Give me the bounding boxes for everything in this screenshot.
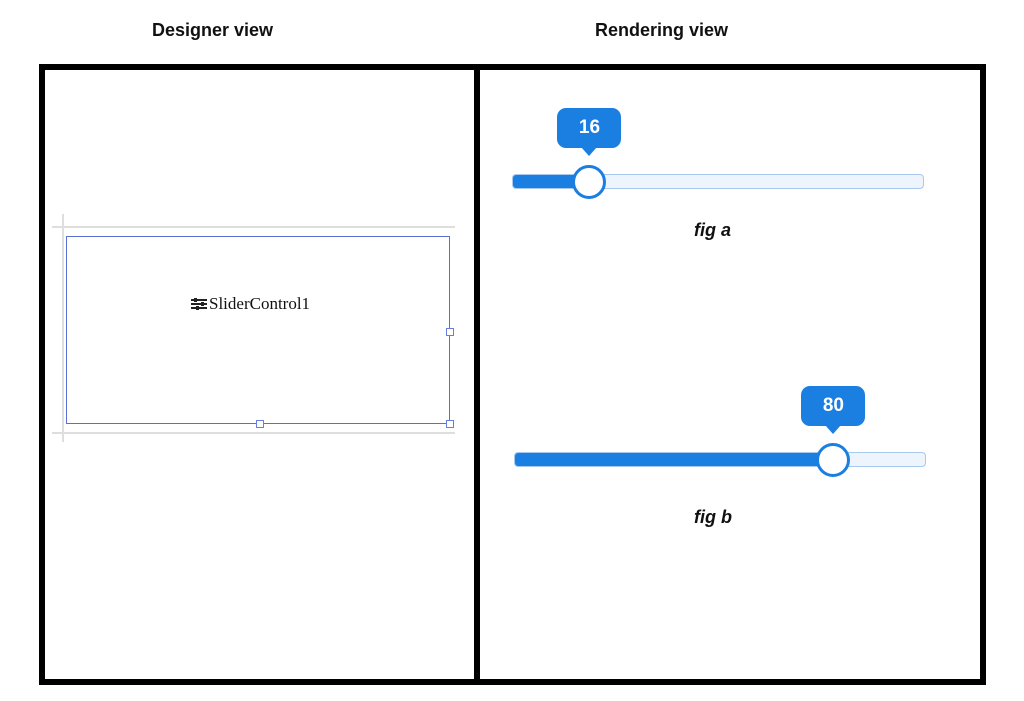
fig-b-caption: fig b — [694, 507, 732, 527]
slider-b-range — [515, 453, 835, 466]
designer-view-heading: Designer view — [152, 20, 274, 40]
resize-handle-corner[interactable] — [446, 420, 454, 428]
fig-a-caption: fig a — [694, 220, 732, 240]
comparison-frame — [39, 64, 986, 685]
rendering-view-heading: Rendering view — [595, 20, 729, 40]
slider-control-name: SliderControl1 — [209, 294, 311, 313]
slider-a-track[interactable] — [512, 174, 924, 189]
slider-control-icon — [190, 297, 208, 311]
slider-a-thumb[interactable] — [572, 165, 607, 199]
designer-guide-top — [52, 226, 455, 228]
slider-b-track[interactable] — [514, 452, 926, 467]
slider-control-label: SliderControl1 — [190, 294, 310, 314]
slider-control-placeholder[interactable] — [66, 236, 450, 424]
slider-a-range — [513, 175, 591, 188]
slider-b-thumb[interactable] — [816, 443, 851, 477]
slider-a-tooltip: 16 — [557, 108, 622, 156]
pane-divider — [474, 64, 480, 685]
resize-handle-right[interactable] — [446, 328, 454, 336]
slider-b-tooltip: 80 — [801, 386, 866, 434]
designer-guide-left — [62, 214, 64, 442]
resize-handle-bottom[interactable] — [256, 420, 264, 428]
designer-guide-bottom — [52, 432, 455, 434]
